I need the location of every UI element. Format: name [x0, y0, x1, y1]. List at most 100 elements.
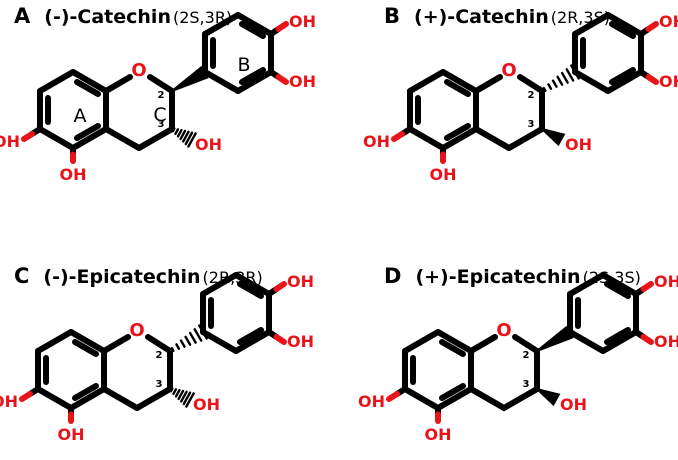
panel-letter: D: [384, 264, 401, 288]
position-3: 3: [158, 119, 165, 130]
ring-c-bond: [468, 386, 507, 411]
ring-c-bond: [517, 74, 545, 94]
c3-stereo-bond: [171, 127, 197, 148]
hydroxyl-bond: [640, 281, 654, 292]
ring-c-bond: [506, 126, 545, 151]
ring-a-bond: [68, 329, 107, 354]
hydroxyl-3prime: OH: [289, 72, 316, 91]
c2-stereo-bond: [170, 324, 208, 352]
ring-b-double-bond: [609, 21, 636, 39]
hydroxyl-4prime: OH: [654, 272, 678, 291]
ring-label-a: A: [74, 105, 87, 127]
hydroxyl-bond: [273, 334, 287, 345]
hydroxyl-3prime: OH: [659, 72, 678, 91]
ring-c-bond: [145, 334, 173, 354]
panel-title: D(+)-Epicatechin(2S,3S): [384, 264, 641, 288]
hydroxyl-4prime: OH: [289, 12, 316, 31]
ring-a-double-bond: [74, 79, 101, 97]
position-3: 3: [528, 119, 535, 130]
hydroxyl-7: OH: [363, 132, 390, 151]
ring-a-bond: [407, 69, 446, 94]
ring-a-double-bond: [74, 123, 101, 141]
ring-b-bond: [567, 272, 606, 297]
hydroxyl-bond: [645, 21, 659, 32]
ring-a-bond: [435, 386, 474, 411]
hydroxyl-bond: [275, 21, 289, 32]
c3-stereo-bond: [169, 387, 195, 408]
panel-letter: C: [14, 264, 29, 288]
hydroxyl-7: OH: [0, 132, 20, 151]
ring-b-double-bond: [604, 327, 631, 345]
hydroxyl-bond: [386, 391, 400, 402]
ring-c-bond: [473, 126, 512, 151]
panel-letter: A: [14, 4, 31, 28]
ring-oxygen: O: [501, 60, 516, 81]
hydroxyl-bond: [640, 334, 654, 345]
ring-c-bond: [147, 74, 175, 94]
hydroxyl-5: OH: [58, 425, 85, 444]
ring-c-bond: [101, 386, 140, 411]
c3-stereo-bond: [541, 128, 566, 147]
compound-name: (-)-Epicatechin: [43, 266, 200, 288]
ring-oxygen: O: [129, 320, 144, 341]
ring-oxygen: O: [131, 60, 146, 81]
ring-a-bond: [435, 329, 474, 354]
ring-b-bond: [233, 329, 272, 354]
ring-a-bond: [402, 329, 441, 354]
hydroxyl-3: OH: [195, 135, 222, 154]
ring-c-bond: [103, 74, 133, 94]
ring-c-bond: [473, 74, 503, 94]
panel-title: B(+)-Catechin(2R,3S): [384, 4, 610, 28]
ring-a-bond: [440, 69, 479, 94]
ring-a-double-bond: [72, 339, 99, 357]
ring-c-bond: [134, 386, 173, 411]
panel-a: A(-)-Catechin(2S,3R)OOHOHOHOHOH23ABC: [0, 4, 316, 184]
ring-a-double-bond: [444, 123, 471, 141]
ring-a-bond: [35, 386, 74, 411]
position-3: 3: [523, 379, 530, 390]
ring-a-bond: [70, 126, 109, 151]
ring-b-bond: [235, 12, 274, 37]
ring-b-bond: [600, 272, 639, 297]
ring-b-bond: [567, 329, 606, 354]
hydroxyl-4prime: OH: [287, 272, 314, 291]
ring-b-bond: [200, 272, 239, 297]
ring-b-double-bond: [239, 67, 266, 85]
position-2: 2: [156, 350, 163, 361]
ring-b-double-bond: [239, 21, 266, 39]
ring-b-bond: [600, 329, 639, 354]
hydroxyl-bond: [275, 74, 289, 85]
ring-c-bond: [103, 126, 142, 151]
ring-a-bond: [68, 386, 107, 411]
position-2: 2: [523, 350, 530, 361]
ring-a-double-bond: [444, 79, 471, 97]
panel-letter: B: [384, 4, 400, 28]
ring-b-bond: [202, 12, 241, 37]
ring-b-bond: [233, 272, 272, 297]
ring-c-bond: [501, 386, 540, 411]
hydroxyl-3: OH: [565, 135, 592, 154]
ring-b-bond: [605, 12, 644, 37]
panel-title: A(-)-Catechin(2S,3R): [14, 4, 232, 28]
hydroxyl-3prime: OH: [654, 332, 678, 351]
hydroxyl-bond: [21, 131, 35, 142]
ring-b-double-bond: [604, 281, 631, 299]
ring-c-bond: [512, 334, 540, 354]
c2-stereo-bond: [542, 64, 580, 92]
hydroxyl-5: OH: [425, 425, 452, 444]
ring-c-bond: [101, 334, 131, 354]
position-2: 2: [528, 90, 535, 101]
hydroxyl-bond: [273, 281, 287, 292]
ring-b-bond: [605, 69, 644, 94]
ring-b-bond: [572, 12, 611, 37]
hydroxyl-7: OH: [0, 392, 18, 411]
hydroxyl-5: OH: [60, 165, 87, 184]
hydroxyl-bond: [391, 131, 405, 142]
compound-name: (+)-Epicatechin: [415, 266, 580, 288]
hydroxyl-7: OH: [358, 392, 385, 411]
compound-name: (-)-Catechin: [44, 6, 171, 28]
ring-b-bond: [235, 69, 274, 94]
